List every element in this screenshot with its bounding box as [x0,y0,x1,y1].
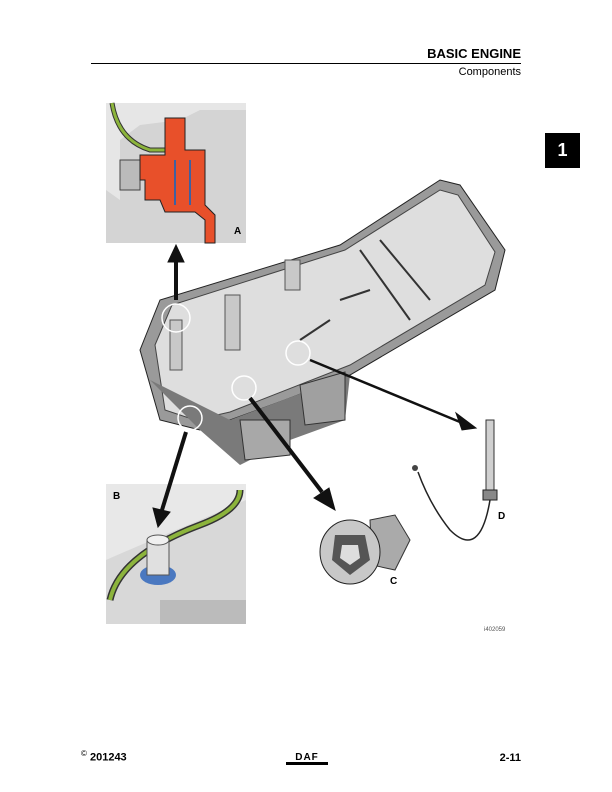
detail-a-inset [106,102,246,244]
footer-code-text: 201243 [89,751,127,764]
page-number: 2-11 [499,752,521,764]
callout-c: C [390,576,398,587]
header-rule [91,63,521,64]
strainer-part-c [319,514,411,585]
footer-code: © 201243 [81,749,127,764]
callout-b: B [113,491,121,502]
daf-logo: DAF [286,752,328,765]
copyright-symbol: © [81,749,87,758]
section-subtitle: Components [458,66,521,78]
callout-a: A [234,226,242,237]
svg-text:DAF: DAF [295,752,319,763]
sensor-part-d [412,419,498,541]
section-title: BASIC ENGINE [427,46,521,61]
callout-arrows [152,243,478,529]
detail-b-inset [106,484,246,624]
callout-d: D [498,511,506,522]
chapter-tab: 1 [545,133,580,168]
oil-pan [139,179,506,465]
figure-id: i402059 [484,627,506,633]
